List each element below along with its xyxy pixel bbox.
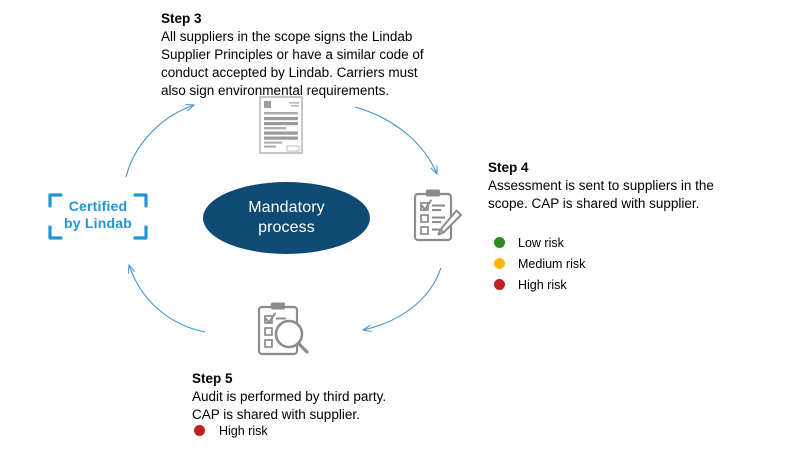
certified-badge-line-1: Certified bbox=[68, 198, 128, 214]
step-4-text-block: Step 4 Assessment is sent to suppliers i… bbox=[488, 159, 748, 213]
step-3-body-line-4: also sign environmental requirements. bbox=[161, 83, 390, 98]
step-4-body: Assessment is sent to suppliers in the s… bbox=[488, 177, 748, 213]
bracket-frame-icon bbox=[48, 193, 148, 240]
mandatory-process-line-1: Mandatory bbox=[248, 199, 325, 216]
legend-item-high-risk: High risk bbox=[194, 420, 268, 441]
arrow-step4-to-step5 bbox=[363, 267, 442, 330]
legend-item-medium-risk: Medium risk bbox=[494, 253, 585, 274]
high-risk-dot-icon bbox=[194, 425, 205, 436]
legend-label-high-risk: High risk bbox=[518, 277, 567, 292]
step-3-body-line-3: conduct accepted by Lindab. Carriers mus… bbox=[161, 65, 418, 80]
certified-badge-line-2: by Lindab bbox=[64, 215, 132, 231]
risk-legend-step-4: Low risk Medium risk High risk bbox=[494, 232, 585, 295]
certified-badge-text: Certified by Lindab bbox=[43, 198, 153, 232]
step-3-body-line-1: All suppliers in the scope signs the Lin… bbox=[161, 29, 413, 44]
step-3-body: All suppliers in the scope signs the Lin… bbox=[161, 28, 451, 100]
step-5-title: Step 5 bbox=[192, 371, 233, 386]
step-4-title: Step 4 bbox=[488, 160, 529, 175]
legend-label-low-risk: Low risk bbox=[518, 235, 564, 250]
low-risk-dot-icon bbox=[494, 237, 505, 248]
step-4-body-line-2: scope. CAP is shared with supplier. bbox=[488, 196, 700, 211]
risk-legend-step-5: High risk bbox=[194, 420, 268, 441]
high-risk-dot-icon bbox=[494, 279, 505, 290]
arrow-step3-to-step4 bbox=[354, 106, 437, 174]
step-5-body-line-1: Audit is performed by third party. bbox=[192, 389, 387, 404]
step-5-body-line-2: CAP is shared with supplier. bbox=[192, 407, 360, 422]
arrow-step5-to-step2 bbox=[129, 265, 206, 333]
step-5-text-block: Step 5 Audit is performed by third party… bbox=[192, 370, 462, 424]
step-4-body-line-1: Assessment is sent to suppliers in the bbox=[488, 178, 714, 193]
legend-label-medium-risk: Medium risk bbox=[518, 256, 586, 271]
legend-label-high-risk: High risk bbox=[219, 423, 268, 438]
mandatory-process-ellipse: Mandatory process bbox=[203, 182, 370, 254]
legend-item-low-risk: Low risk bbox=[494, 232, 585, 253]
mandatory-process-line-2: process bbox=[258, 219, 315, 236]
step-3-body-line-2: Supplier Principles or have a similar co… bbox=[161, 47, 424, 62]
legend-item-high-risk: High risk bbox=[494, 274, 585, 295]
step-3-text-block: Step 3 All suppliers in the scope signs … bbox=[161, 10, 451, 100]
mandatory-process-label: Mandatory process bbox=[248, 198, 325, 238]
clipboard-checklist-pencil-icon bbox=[410, 187, 464, 247]
medium-risk-dot-icon bbox=[494, 258, 505, 269]
arrow-step2-to-step3 bbox=[125, 105, 194, 178]
certified-by-lindab-badge: Certified by Lindab bbox=[43, 186, 153, 246]
clipboard-magnifier-icon bbox=[255, 301, 313, 359]
step-5-body: Audit is performed by third party. CAP i… bbox=[192, 388, 462, 424]
step-3-title: Step 3 bbox=[161, 11, 202, 26]
document-icon bbox=[256, 96, 308, 158]
